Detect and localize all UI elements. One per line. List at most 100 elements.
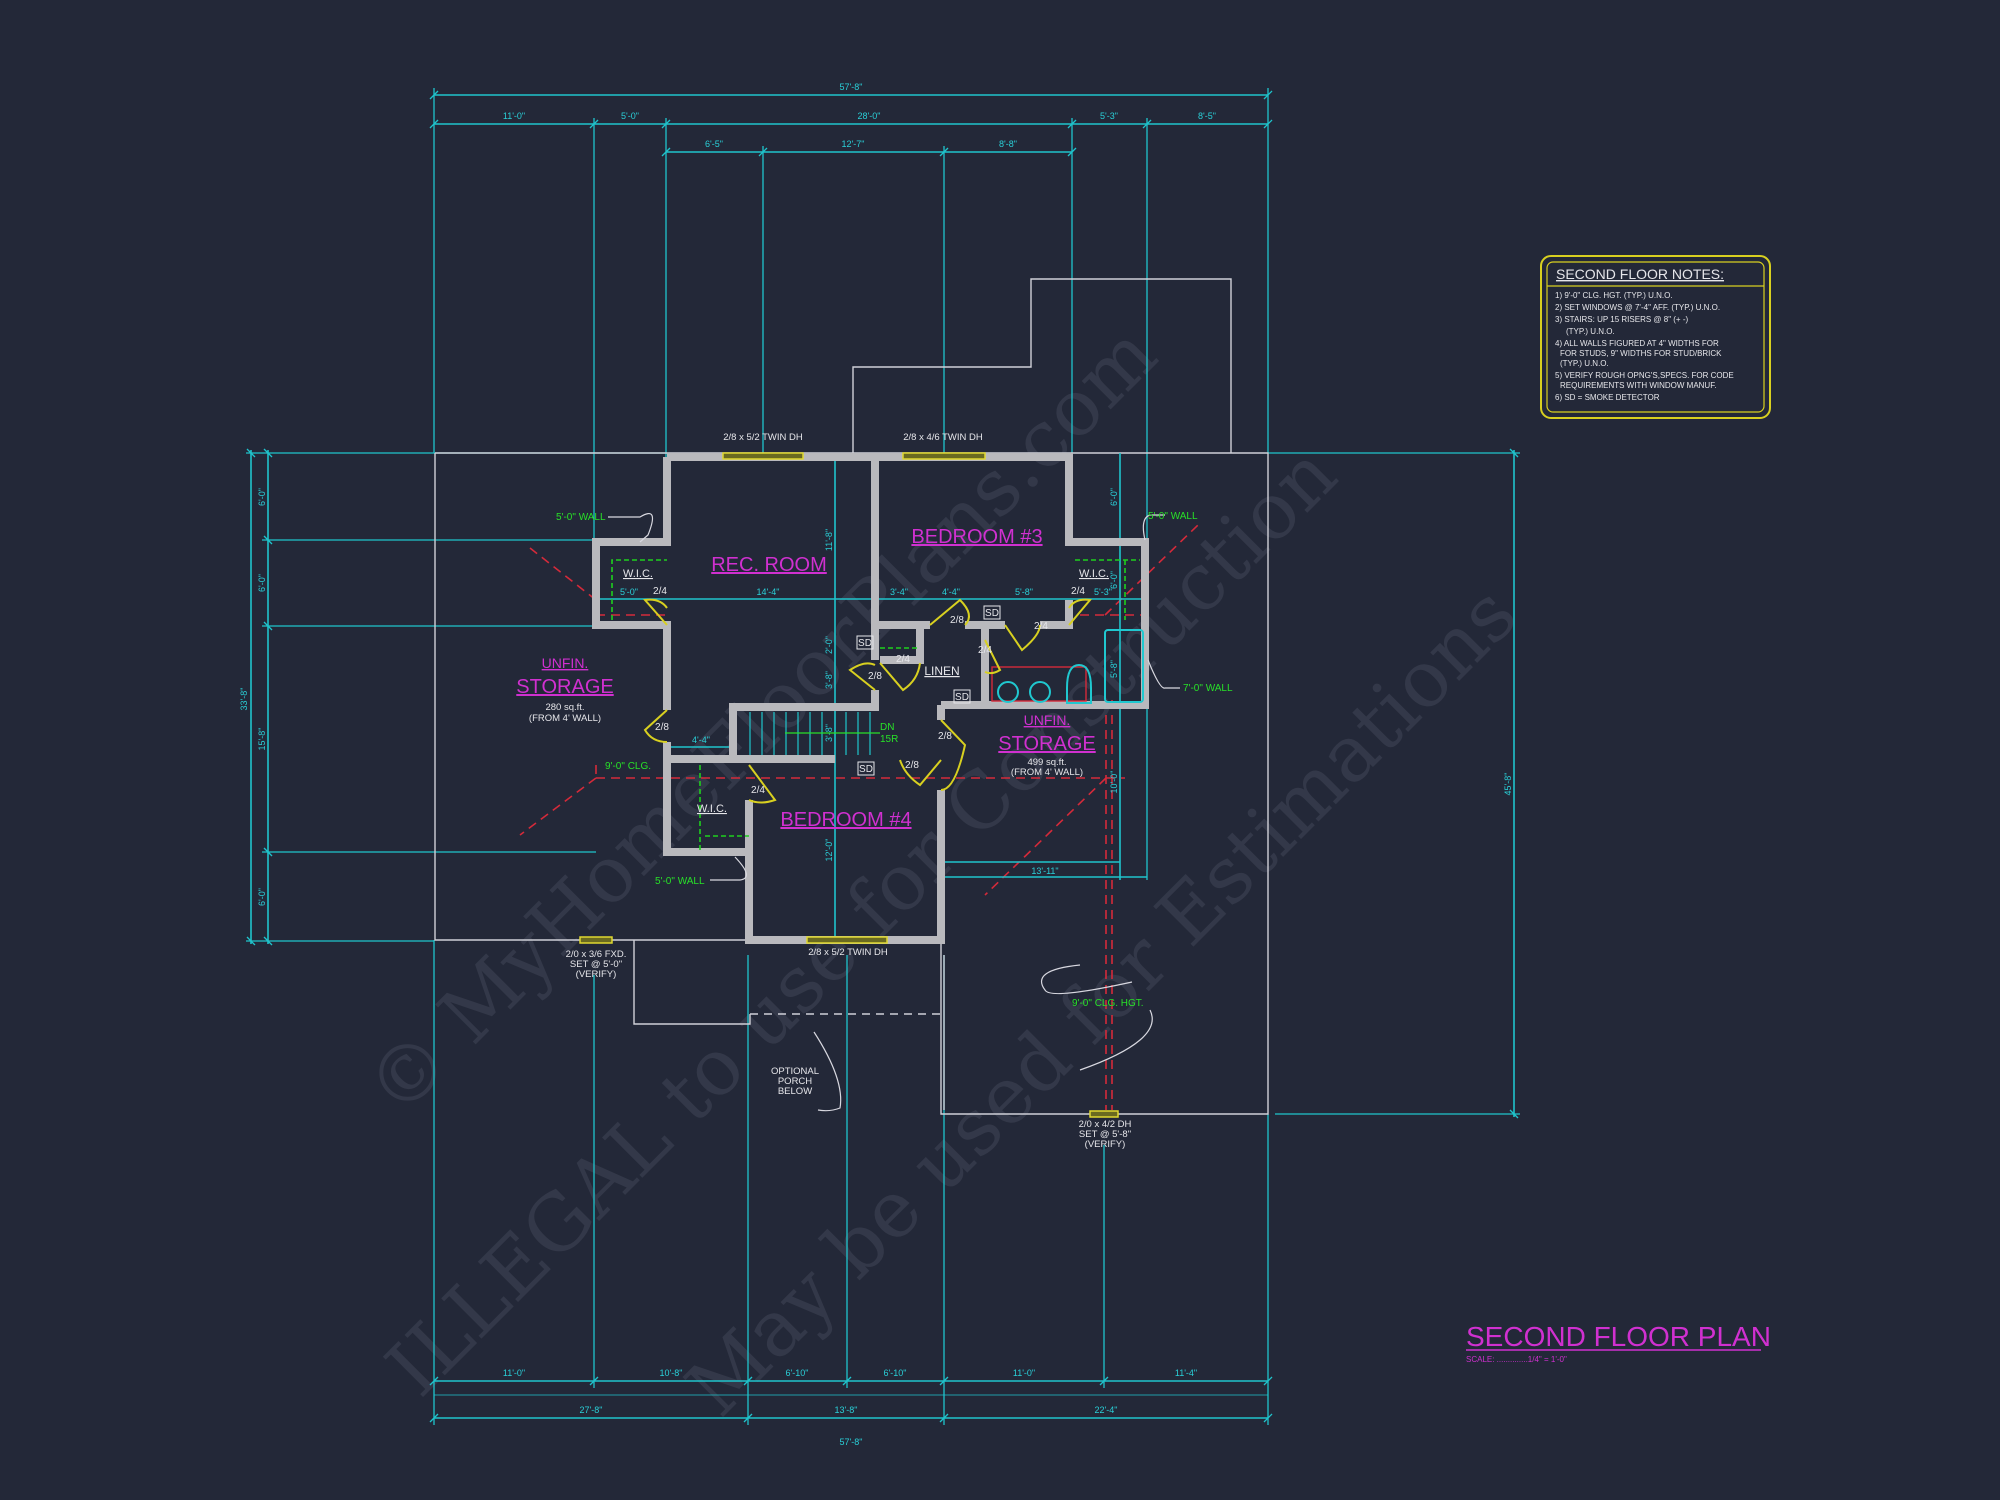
storage-right-note: (FROM 4' WALL) xyxy=(1011,767,1083,778)
dim-bottom-row1: 6'-10" xyxy=(884,1368,907,1378)
walls xyxy=(592,453,1149,944)
window-label-rec: 2/8 x 5/2 TWIN DH xyxy=(723,432,803,443)
door-tag: 2/4 xyxy=(896,654,910,665)
dim-right-b: 6'-0" xyxy=(1109,571,1119,589)
note-line: (TYP.) U.N.O. xyxy=(1560,359,1609,368)
room-labels: REC. ROOM BEDROOM #3 BEDROOM #4 W.I.C. W… xyxy=(516,526,1109,831)
bathtub-icon xyxy=(1104,629,1144,703)
right-dimensions: 45'-8" xyxy=(1268,448,1520,1119)
drawing-scale: SCALE: ..............1/4" = 1'-0" xyxy=(1466,1355,1567,1364)
window-label-storage: 2/0 x 4/2 DH xyxy=(1079,1119,1132,1130)
room-label-linen: LINEN xyxy=(924,664,959,678)
dim-left-segment: 6'-0" xyxy=(257,488,267,506)
porch-note: OPTIONAL xyxy=(771,1066,819,1077)
closet-shelves xyxy=(611,559,1140,850)
dim-hall-c: 5'-8" xyxy=(1015,587,1033,597)
window-label-bed3: 2/8 x 4/6 TWIN DH xyxy=(903,432,983,443)
dim-top-overall: 57'-8" xyxy=(840,82,863,92)
door-swings xyxy=(643,598,1092,804)
window-label-fixed: SET @ 5'-0" xyxy=(570,959,622,970)
dim-rec-depth: 11'-8" xyxy=(824,529,834,551)
storage-left-area: 280 sq.ft. xyxy=(545,702,584,713)
door-tag: 2/8 xyxy=(938,731,952,742)
door-tag: 2/4 xyxy=(1034,621,1048,632)
ceiling-note: 9'-0" CLG. xyxy=(605,761,651,772)
dim-wic-left: 5'-0" xyxy=(620,587,638,597)
window-label-bed4: 2/8 x 5/2 TWIN DH xyxy=(808,947,888,958)
notes-title: SECOND FLOOR NOTES: xyxy=(1556,266,1724,282)
note-line: 5) VERIFY ROUGH OPNG'S,SPECS. FOR CODE xyxy=(1555,371,1734,380)
dim-top-row2: 28'-0" xyxy=(858,111,881,121)
room-label-wic: W.I.C. xyxy=(697,803,727,815)
dim-top-row3: 6'-5" xyxy=(705,139,723,149)
door-tags: 2/4 2/4 2/8 2/4 2/8 2/4 2/4 2/8 2/8 2/8 … xyxy=(653,586,1085,796)
sink-icon xyxy=(997,681,1019,703)
door-tag: 2/8 xyxy=(655,722,669,733)
wall-note: 5'-0" WALL xyxy=(556,512,606,523)
dim-hall-depth: 2'-0" xyxy=(824,636,834,654)
window-storage xyxy=(1089,1110,1119,1118)
door-tag: 2/4 xyxy=(653,586,667,597)
note-line: 1) 9'-0" CLG. HGT. (TYP.) U.N.O. xyxy=(1555,291,1673,300)
door-tag: 2/4 xyxy=(751,785,765,796)
door-tag: 2/4 xyxy=(1071,586,1085,597)
dim-storage-width: 13'-11" xyxy=(1031,866,1058,876)
window-labels: 2/8 x 5/2 TWIN DH 2/8 x 4/6 TWIN DH 2/8 … xyxy=(566,432,1132,1150)
note-line: REQUIREMENTS WITH WINDOW MANUF. xyxy=(1560,381,1716,390)
toilet-icon xyxy=(1066,663,1092,704)
dim-bottom-row1: 11'-4" xyxy=(1175,1368,1197,1378)
storage-right-unfin: UNFIN. xyxy=(1024,712,1071,728)
top-dimensions: 57'-8" 11'-0" 5'-0" 28'-0" 5'-3" 8'-5" 6… xyxy=(429,82,1273,880)
dim-bottom-row1: 10'-8" xyxy=(660,1368,683,1378)
dim-linen-depth: 3'-8" xyxy=(824,671,834,689)
window-rec-room xyxy=(722,452,804,460)
door-tag: 2/8 xyxy=(950,615,964,626)
dim-bottom-row1: 6'-10" xyxy=(786,1368,809,1378)
porch-note: PORCH xyxy=(778,1076,812,1087)
note-line: 2) SET WINDOWS @ 7'-4" AFF. (TYP.) U.N.O… xyxy=(1555,303,1720,312)
window-label-storage: SET @ 5'-8" xyxy=(1079,1129,1131,1140)
dim-bottom-overall: 57'-8" xyxy=(840,1437,863,1447)
second-floor-notes: SECOND FLOOR NOTES: 1) 9'-0" CLG. HGT. (… xyxy=(1540,255,1771,419)
dim-bottom-row1: 11'-0" xyxy=(1013,1368,1035,1378)
stairs: DN 15R xyxy=(749,712,898,755)
dim-top-row2: 8'-5" xyxy=(1198,111,1216,121)
note-line: 6) SD = SMOKE DETECTOR xyxy=(1555,393,1660,402)
window-bedroom3 xyxy=(902,452,986,460)
dim-top-row2: 11'-0" xyxy=(503,111,525,121)
dim-right-c: 10'-0" xyxy=(1109,771,1119,794)
door-tag: 2/4 xyxy=(978,645,992,656)
dim-right-overall: 45'-8" xyxy=(1503,773,1513,796)
wall-note: 7'-0" WALL xyxy=(1183,683,1233,694)
dim-rec-width: 14'-4" xyxy=(757,587,780,597)
drawing-title-block: SECOND FLOOR PLAN SCALE: ..............1… xyxy=(1466,1321,1771,1364)
bottom-dimensions: 11'-0" 10'-8" 6'-10" 6'-10" 11'-0" 11'-4… xyxy=(429,940,1273,1447)
dim-bottom-row2: 27'-8" xyxy=(580,1405,603,1415)
dim-tub: 5'-8" xyxy=(1109,660,1119,678)
sink-icon xyxy=(1029,681,1051,703)
smoke-detector-tag: SD xyxy=(985,608,999,619)
dim-left-segment: 15'-8" xyxy=(257,728,267,751)
door-tag: 2/8 xyxy=(868,671,882,682)
window-label-fixed: 2/0 x 3/6 FXD. xyxy=(566,949,627,960)
stair-risers-label: 15R xyxy=(880,734,898,745)
dim-left-segment: 6'-0" xyxy=(257,888,267,906)
dim-top-row3: 12'-7" xyxy=(842,139,865,149)
dim-bottom-row2: 13'-8" xyxy=(835,1405,858,1415)
dim-hall-a: 3'-4" xyxy=(890,587,908,597)
room-label-wic: W.I.C. xyxy=(623,568,653,580)
bathroom-fixtures xyxy=(991,629,1144,704)
dim-hall-b: 4'-4" xyxy=(942,587,960,597)
dim-stair-landing: 4'-4" xyxy=(692,735,710,745)
storage-right-label: STORAGE xyxy=(998,733,1095,755)
dim-left-overall: 33'-8" xyxy=(239,688,249,711)
storage-left-note: (FROM 4' WALL) xyxy=(529,713,601,724)
dim-left-segment: 6'-0" xyxy=(257,574,267,592)
dim-bottom-row1: 11'-0" xyxy=(503,1368,525,1378)
window-label-fixed: (VERIFY) xyxy=(576,969,617,980)
room-label-rec-room: REC. ROOM xyxy=(711,554,827,576)
storage-right-area: 499 sq.ft. xyxy=(1027,757,1066,768)
smoke-detectors: SD SD SD SD xyxy=(856,605,1001,776)
